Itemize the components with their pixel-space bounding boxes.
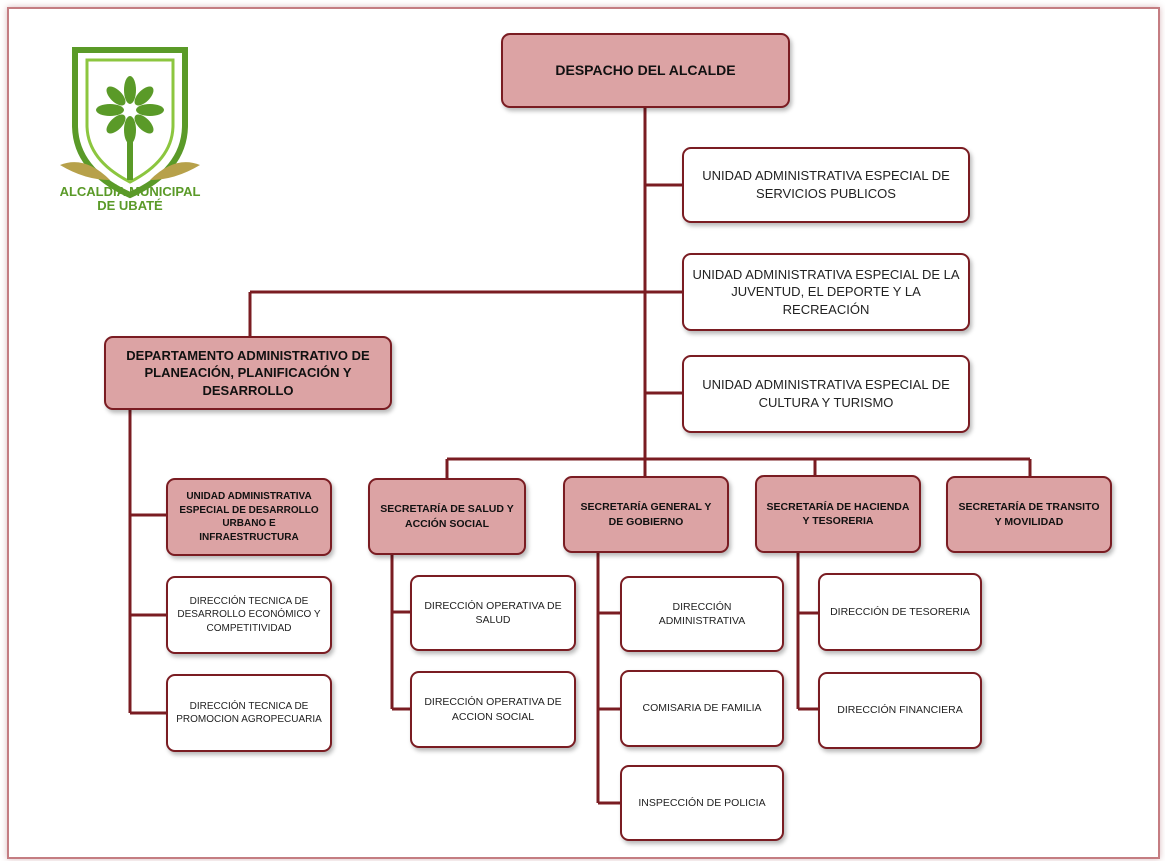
box-sec-general: SECRETARÍA GENERAL Y DE GOBIERNO (563, 476, 729, 553)
box-dir-administrativa: DIRECCIÓN ADMINISTRATIVA (620, 576, 784, 652)
box-uae-desarrollo-urbano: UNIDAD ADMINISTRATIVA ESPECIAL DE DESARR… (166, 478, 332, 556)
box-dir-promocion-agropecuaria: DIRECCIÓN TECNICA DE PROMOCION AGROPECUA… (166, 674, 332, 752)
box-dir-operativa-salud: DIRECCIÓN OPERATIVA DE SALUD (410, 575, 576, 651)
box-depto-planeacion: DEPARTAMENTO ADMINISTRATIVO DE PLANEACIÓ… (104, 336, 392, 410)
box-comisaria-familia: COMISARIA DE FAMILIA (620, 670, 784, 747)
municipal-logo (60, 47, 200, 199)
box-dir-operativa-accion-social: DIRECCIÓN OPERATIVA DE ACCION SOCIAL (410, 671, 576, 748)
box-uae-cultura-turismo: UNIDAD ADMINISTRATIVA ESPECIAL DE CULTUR… (682, 355, 970, 433)
logo-text: ALCALDÍA MUNICIPAL DE UBATÉ (40, 184, 220, 214)
box-dir-tesoreria: DIRECCIÓN DE TESORERIA (818, 573, 982, 651)
logo-line-2: DE UBATÉ (97, 198, 163, 214)
box-inspeccion-policia: INSPECCIÓN DE POLICIA (620, 765, 784, 841)
box-uae-servicios-publicos: UNIDAD ADMINISTRATIVA ESPECIAL DE SERVIC… (682, 147, 970, 223)
box-dir-financiera: DIRECCIÓN FINANCIERA (818, 672, 982, 749)
box-sec-salud: SECRETARÍA DE SALUD Y ACCIÓN SOCIAL (368, 478, 526, 555)
box-uae-juventud-deporte: UNIDAD ADMINISTRATIVA ESPECIAL DE LA JUV… (682, 253, 970, 331)
logo-line-1: ALCALDÍA MUNICIPAL (59, 184, 201, 199)
box-sec-transito: SECRETARÍA DE TRANSITO Y MOVILIDAD (946, 476, 1112, 553)
box-sec-hacienda: SECRETARÍA DE HACIENDA Y TESORERIA (755, 475, 921, 553)
box-despacho-alcalde: DESPACHO DEL ALCALDE (501, 33, 790, 108)
box-dir-desarrollo-economico: DIRECCIÓN TECNICA DE DESARROLLO ECONÓMIC… (166, 576, 332, 654)
